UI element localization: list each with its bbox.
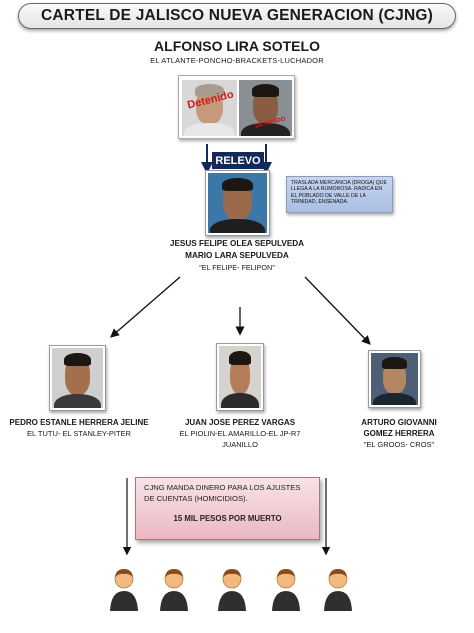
person-icon <box>160 569 188 611</box>
lieutenant-aliases-2: EL PIOLIN-EL AMARILLO-EL JP-R7 JUANILLO <box>179 429 301 449</box>
boss-photo-right: DETENIDO <box>239 80 292 136</box>
lieutenant-photo-1 <box>52 348 103 408</box>
lieutenant-name-3: ARTURO GIOVANNI GOMEZ HERRERA <box>361 418 437 438</box>
lieutenant-name-1: PEDRO ESTANLE HERRERA JELINE <box>9 418 149 427</box>
lieutenant-aliases-1: EL TUTU- EL STANLEY-PITER <box>27 429 131 438</box>
lieutenant-label-1: PEDRO ESTANLE HERRERA JELINE EL TUTU- EL… <box>4 417 154 439</box>
lieutenant-photo-frame-3 <box>368 350 421 408</box>
branch-arrow-right <box>304 276 371 345</box>
payment-amount: 15 MIL PESOS POR MUERTO <box>173 514 282 523</box>
lieutenant-photo-frame-1 <box>49 345 106 411</box>
lieutenant-aliases-3: "EL GROOS- CROS" <box>363 440 435 449</box>
lieutenant-photo-3 <box>371 353 418 405</box>
successor-name-1: JESUS FELIPE OLEA SEPULVEDA <box>169 239 305 248</box>
page-title: CARTEL DE JALISCO NUEVA GENERACION (CJNG… <box>18 3 456 29</box>
note-box: TRASLADA MERCANCIA (DROGA) QUE LLEGA A L… <box>286 176 393 213</box>
successor-aliases: "EL FELIPE- FELIPON" <box>199 263 275 272</box>
boss-aliases: EL ATLANTE-PONCHO-BRACKETS-LUCHADOR <box>150 56 324 65</box>
person-icon <box>110 569 138 611</box>
person-icon <box>218 569 246 611</box>
relevo-label: RELEVO <box>212 152 264 169</box>
lieutenant-name-2: JUAN JOSE PEREZ VARGAS <box>184 418 296 427</box>
lieutenant-photo-frame-2 <box>216 343 264 411</box>
branch-arrow-left <box>110 276 181 338</box>
payment-box: CJNG MANDA DINERO PARA LOS AJUSTES DE CU… <box>135 477 320 540</box>
successor-photo <box>208 173 267 233</box>
person-icon <box>324 569 352 611</box>
successor-photo-frame <box>205 170 270 236</box>
boss-photo-group: Detenido DETENIDO <box>178 75 295 139</box>
successor-name-2: MARIO LARA SEPULVEDA <box>185 251 289 260</box>
lieutenant-label-3: ARTURO GIOVANNI GOMEZ HERRERA "EL GROOS-… <box>340 417 458 450</box>
boss-photo-left: Detenido <box>182 80 237 136</box>
payment-text: CJNG MANDA DINERO PARA LOS AJUSTES DE CU… <box>144 483 301 503</box>
boss-name: ALFONSO LIRA SOTELO <box>154 38 320 54</box>
lieutenant-photo-2 <box>219 346 261 408</box>
lieutenant-label-2: JUAN JOSE PEREZ VARGAS EL PIOLIN-EL AMAR… <box>166 417 314 450</box>
person-icon <box>272 569 300 611</box>
